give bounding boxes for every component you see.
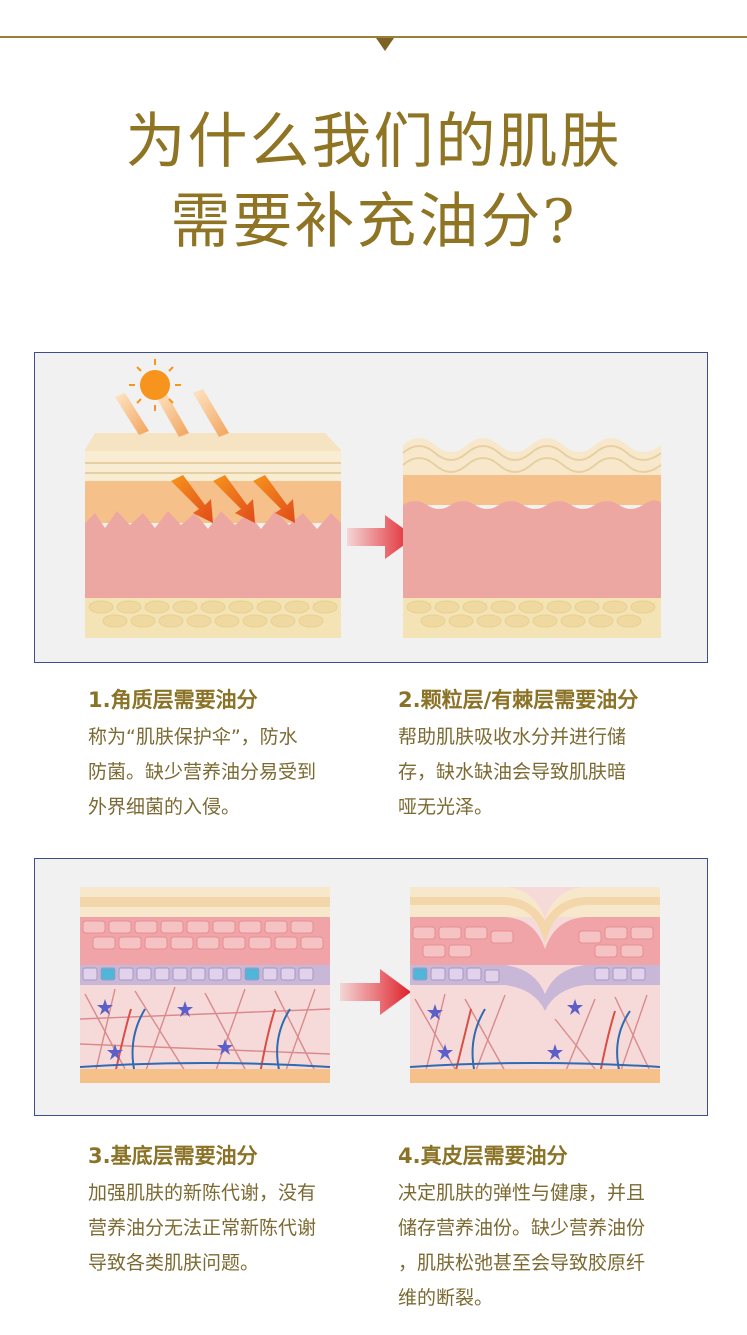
section-2-description: 帮助肌肤吸收水分并进行储 存，缺水缺油会导致肌肤暗 哑无光泽。 [398, 720, 688, 825]
section-1-line: 称为“肌肤保护伞”，防水 [88, 726, 298, 748]
epidermis-illustration [85, 359, 662, 638]
top-divider-line [0, 36, 747, 38]
section-4-line: ，肌肤松弛甚至会导致胶原纤 [398, 1252, 646, 1274]
illustration-panel-epidermis [34, 352, 708, 663]
section-2-heading: 2.颗粒层/有棘层需要油分 [398, 688, 639, 712]
section-1-line: 防菌。缺少营养油分易受到 [88, 761, 317, 783]
section-3-line: 营养油分无法正常新陈代谢 [88, 1217, 317, 1239]
section-3-line: 导致各类肌肤问题。 [88, 1252, 260, 1274]
section-4-heading: 4.真皮层需要油分 [398, 1144, 568, 1168]
page-title-line2: 需要补充油分? [170, 187, 577, 257]
page-title-line1: 为什么我们的肌肤 [125, 107, 622, 177]
section-4-line: 维的断裂。 [398, 1287, 494, 1309]
section-1-heading: 1.角质层需要油分 [88, 688, 258, 712]
section-1-description: 称为“肌肤保护伞”，防水 防菌。缺少营养油分易受到 外界细菌的入侵。 [88, 720, 378, 825]
sun-icon [129, 359, 181, 411]
section-4-description: 决定肌肤的弹性与健康，并且 储存营养油份。缺少营养油份 ，肌肤松弛甚至会导致胶原… [398, 1176, 698, 1316]
healthy-dermis-block [79, 887, 331, 1083]
section-1-line: 外界细菌的入侵。 [88, 796, 241, 818]
section-2-line: 存，缺水缺油会导致肌肤暗 [398, 761, 627, 783]
top-divider-marker [376, 38, 394, 51]
section-4-line: 决定肌肤的弹性与健康，并且 [398, 1182, 646, 1204]
illustration-panel-dermis [34, 858, 708, 1116]
section-4-line: 储存营养油份。缺少营养油份 [398, 1217, 646, 1239]
arrow-right-icon [340, 969, 411, 1015]
section-3-heading: 3.基底层需要油分 [88, 1144, 258, 1168]
arrow-right-icon [347, 515, 415, 559]
dermis-illustration [79, 887, 661, 1083]
aging-dermis-block [409, 887, 661, 1083]
section-2-line: 帮助肌肤吸收水分并进行储 [398, 726, 627, 748]
healthy-skin-block [402, 438, 662, 638]
section-3-description: 加强肌肤的新陈代谢，没有 营养油分无法正常新陈代谢 导致各类肌肤问题。 [88, 1176, 378, 1281]
dry-skin-block [85, 359, 341, 638]
section-3-line: 加强肌肤的新陈代谢，没有 [88, 1182, 317, 1204]
section-2-line: 哑无光泽。 [398, 796, 494, 818]
